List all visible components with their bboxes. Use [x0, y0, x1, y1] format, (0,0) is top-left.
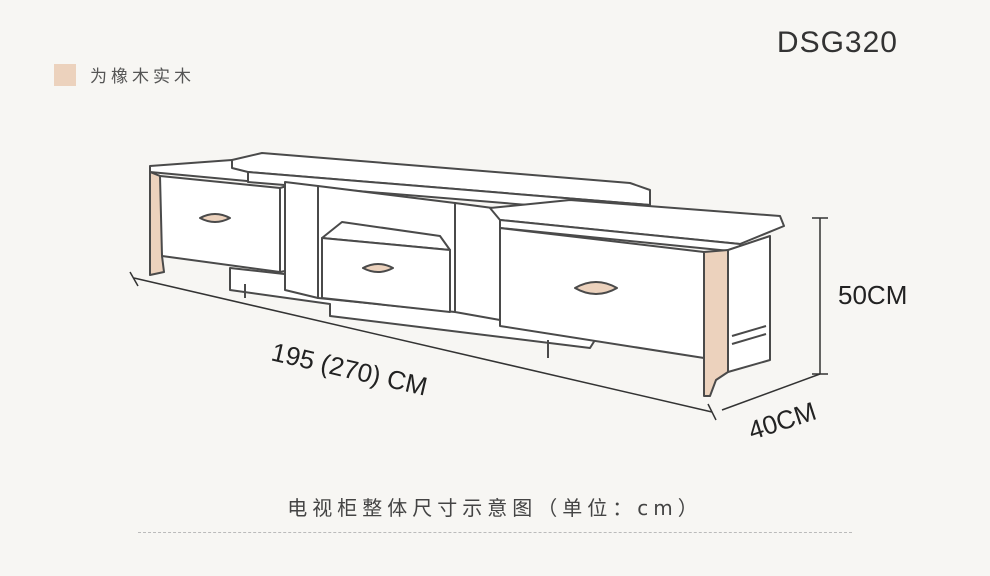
right-drawer-handle — [574, 281, 618, 295]
middle-drawer-handle — [362, 263, 394, 273]
right-leg — [703, 249, 729, 397]
length-label: 195 (270) CM — [269, 337, 431, 402]
right-cabinet — [489, 199, 785, 397]
depth-dimension-line — [721, 373, 821, 411]
oak-swatch — [54, 63, 76, 86]
middle-section — [231, 152, 651, 321]
length-dimension-line — [133, 277, 713, 413]
height-label: 50CM — [838, 280, 907, 310]
diagram-caption: 电视柜整体尺寸示意图（单位：cm） — [287, 496, 703, 520]
dashed-divider — [138, 532, 852, 533]
material-legend: 为橡木实木 — [54, 62, 195, 87]
left-drawer-handle — [199, 213, 231, 223]
depth-label: 40CM — [745, 396, 820, 446]
model-number: DSG320 — [776, 26, 898, 59]
legend-text: 为橡木实木 — [90, 67, 195, 87]
left-leg — [149, 171, 165, 276]
